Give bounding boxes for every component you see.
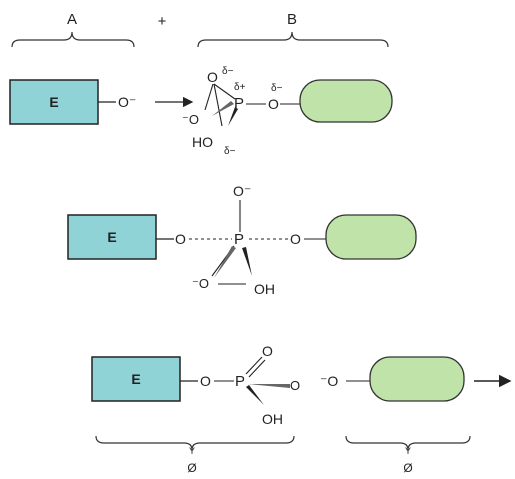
brace-bottom-right (345, 435, 471, 451)
green-group-3 (369, 356, 465, 402)
step1-leaving-oxygen: O (268, 96, 279, 112)
step1-phosphorus: P (234, 95, 244, 112)
label-b: B (287, 11, 297, 28)
step1-delta-leaving: δ− (271, 83, 283, 94)
enzyme-label-3: E (131, 371, 140, 387)
green-group-1 (299, 79, 393, 123)
label-bottom-right: Y (405, 446, 411, 456)
enzyme-box-3 (91, 356, 181, 402)
step2-bottom-left-oxygen: ⁻O (192, 276, 209, 291)
label-bottom-left: Y (189, 446, 195, 456)
plus-sign: + (158, 13, 167, 30)
enzyme-box-2 (67, 214, 157, 260)
step3-hydroxyl: OH (262, 411, 283, 427)
enzyme-label-1: E (49, 94, 58, 110)
nucleophile-oxygen: O⁻ (118, 94, 136, 110)
step2-top-oxygen: O⁻ (233, 183, 251, 199)
step2-phosphorus: P (234, 231, 244, 248)
step1-left-oxygen: ⁻O (182, 112, 199, 127)
step1-delta-plus: δ+ (234, 82, 246, 93)
brace-a (11, 31, 135, 48)
step1-delta-top: δ− (222, 66, 234, 77)
symbol-bottom-left: Ø (187, 461, 196, 474)
step2-left-oxygen: O (175, 231, 186, 247)
brace-bottom-left (95, 435, 295, 451)
step3-top-oxygen: O (262, 343, 273, 359)
symbol-bottom-right: Ø (403, 461, 412, 474)
step3-ester-oxygen: O (200, 373, 211, 389)
green-group-2 (325, 214, 417, 260)
label-a: A (67, 11, 77, 28)
step1-apical-oxygen: O (207, 69, 218, 85)
step3-leaving-oxygen: ⁻O (320, 373, 338, 389)
step1-hydroxyl: HO (192, 134, 213, 150)
step2-right-oxygen: O (290, 231, 301, 247)
step3-phosphorus: P (235, 373, 245, 390)
step2-hydroxyl: OH (254, 281, 275, 297)
step3-right-oxygen: O (290, 378, 300, 393)
enzyme-label-2: E (107, 229, 116, 245)
enzyme-box-1 (9, 79, 99, 125)
brace-b (197, 31, 389, 48)
step1-delta-hydroxyl: δ− (224, 146, 236, 157)
